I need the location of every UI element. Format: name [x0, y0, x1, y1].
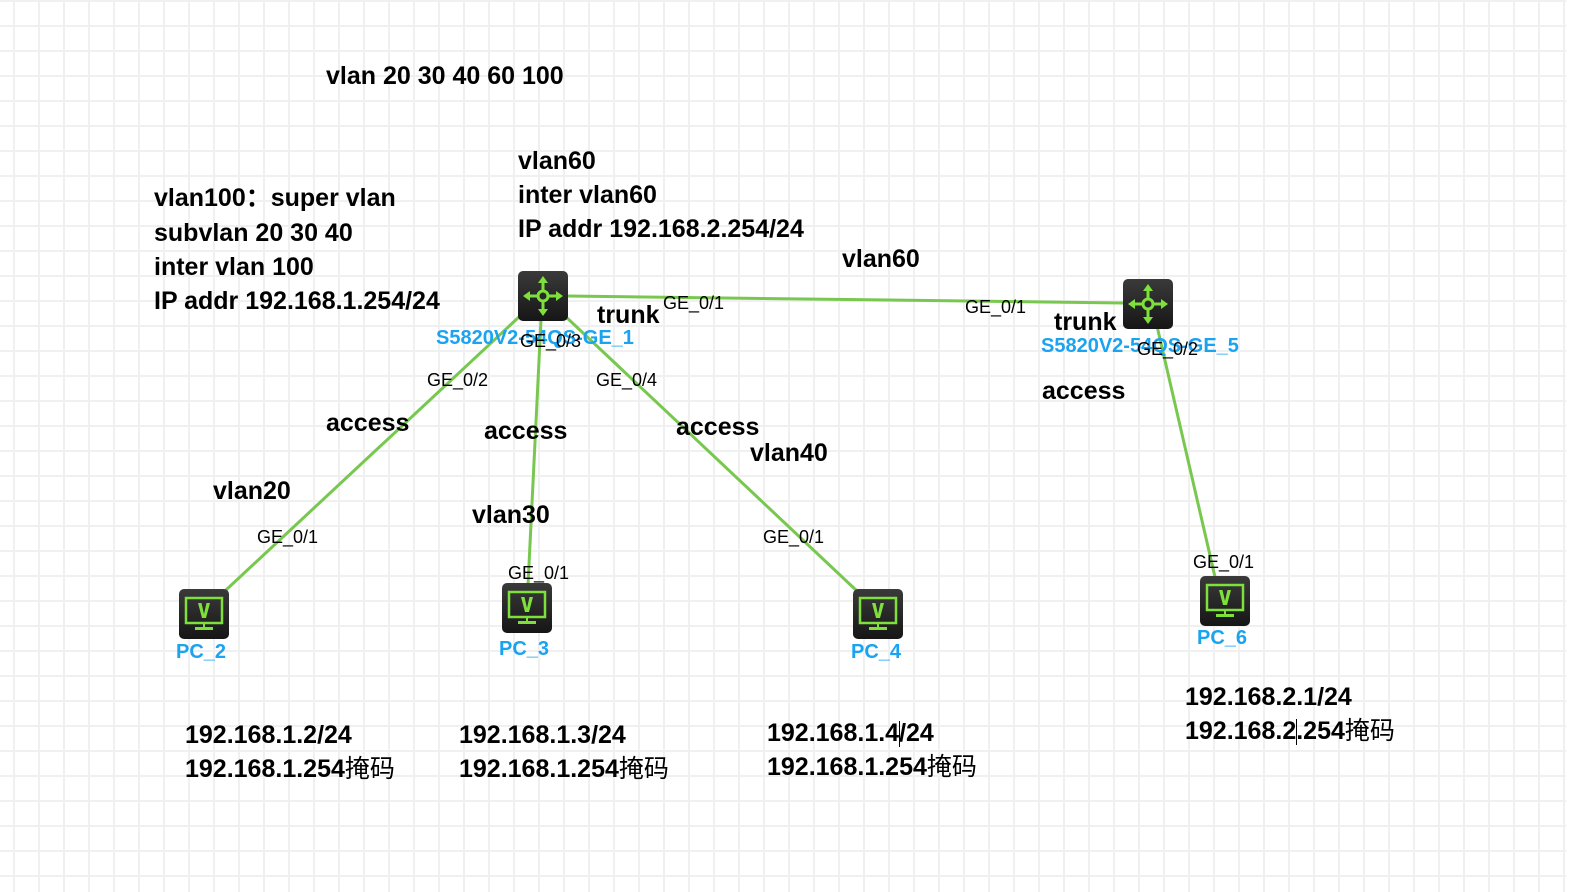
pc2-gateway: 192.168.1.254掩码	[185, 752, 395, 786]
pc-monitor-icon	[507, 590, 547, 624]
vlan-list-note[interactable]: vlan 20 30 40 60 100	[326, 62, 564, 90]
pc4-ip-part: 192.168.1.4	[767, 719, 900, 747]
port-label-sw5-ge01: GE_0/1	[965, 297, 1027, 317]
core-config-line: subvlan 20 30 40	[154, 219, 353, 247]
pc-monitor-icon	[184, 596, 224, 630]
pc2-gateway-suffix: 掩码	[344, 754, 395, 783]
pc6-gateway-ip-part: 192.168.2	[1185, 717, 1297, 745]
port-label-sw5-ge02: GE_0/2	[1137, 339, 1199, 359]
pc3-gateway: 192.168.1.254掩码	[459, 752, 669, 786]
link-sw1-pc2[interactable]	[224, 314, 522, 592]
access-note-pc6[interactable]: access	[1042, 377, 1126, 405]
pc6-ip: 192.168.2.1/24	[1185, 683, 1352, 711]
port-label-sw1-ge03: GE_0/3	[520, 331, 582, 351]
switch-icon	[523, 276, 563, 316]
pc6-gateway: 192.168.2.254掩码	[1185, 714, 1395, 748]
vlan60-config-line: inter vlan60	[518, 181, 657, 209]
switch-icon	[1128, 284, 1168, 324]
link-sw1-sw5[interactable]	[567, 294, 1124, 305]
port-label-pc3-ge01: GE_0/1	[508, 563, 570, 583]
core-config-line: inter vlan 100	[154, 253, 314, 281]
pc2-address-note[interactable]: 192.168.1.2/24 192.168.1.254掩码	[185, 718, 395, 786]
port-label-pc6-ge01: GE_0/1	[1193, 552, 1255, 572]
pc-device-6[interactable]	[1200, 576, 1250, 626]
pc-monitor-icon	[858, 596, 898, 630]
pc4-gateway-ip: 192.168.1.254	[767, 753, 927, 781]
pc-3-label[interactable]: PC_3	[499, 638, 550, 660]
port-label-sw1-ge01: GE_0/1	[663, 293, 725, 313]
pc4-gateway: 192.168.1.254掩码	[767, 750, 977, 784]
pc4-ip: 192.168.1.4/24	[767, 716, 977, 750]
link-sw1-pc4[interactable]	[563, 314, 859, 593]
pc-monitor-icon	[1205, 583, 1245, 617]
pc3-gateway-ip: 192.168.1.254	[459, 755, 619, 783]
text-caret	[1295, 719, 1297, 746]
text-caret	[898, 721, 900, 748]
port-label-sw1-ge04: GE_0/4	[596, 370, 658, 390]
pc6-gateway-suffix: 掩码	[1344, 716, 1395, 745]
pc4-gateway-suffix: 掩码	[926, 752, 977, 781]
pc2-ip: 192.168.1.2/24	[185, 721, 352, 749]
pc2-gateway-ip: 192.168.1.254	[185, 755, 345, 783]
link-sw1-pc3[interactable]	[526, 319, 543, 586]
core-config-line: IP addr 192.168.1.254/24	[154, 287, 440, 315]
switch-1-label[interactable]: S5820V2-54QS-GE_1	[436, 327, 634, 349]
pc-device-3[interactable]	[502, 583, 552, 633]
vlan60-config-line: IP addr 192.168.2.254/24	[518, 215, 804, 243]
port-label-sw1-ge02: GE_0/2	[427, 370, 489, 390]
access-note-pc4[interactable]: access	[676, 413, 760, 441]
switch-5-label[interactable]: S5820V2-54QS-GE_5	[1041, 335, 1239, 357]
vlan60-config-line: vlan60	[518, 147, 596, 175]
core-config-note[interactable]: vlan100：super vlan subvlan 20 30 40 inte…	[154, 181, 440, 318]
pc4-ip-part: /24	[899, 719, 934, 747]
switch-device-1[interactable]	[518, 271, 568, 321]
uplink-vlan-note[interactable]: vlan60	[842, 245, 920, 273]
vlan60-config-note[interactable]: vlan60 inter vlan60 IP addr 192.168.2.25…	[518, 144, 804, 246]
pc6-address-note[interactable]: 192.168.2.1/24 192.168.2.254掩码	[1185, 680, 1395, 748]
port-label-pc4-ge01: GE_0/1	[763, 527, 825, 547]
link-sw5-pc6[interactable]	[1155, 325, 1217, 578]
pc3-gateway-suffix: 掩码	[618, 754, 669, 783]
pc-device-4[interactable]	[853, 589, 903, 639]
pc3-ip: 192.168.1.3/24	[459, 721, 626, 749]
pc-2-label[interactable]: PC_2	[176, 641, 227, 663]
pc6-gateway-ip-part: .254	[1296, 717, 1345, 745]
pc4-address-note[interactable]: 192.168.1.4/24 192.168.1.254掩码	[767, 716, 977, 784]
vlan-note-pc3[interactable]: vlan30	[472, 501, 550, 529]
port-label-pc2-ge01: GE_0/1	[257, 527, 319, 547]
trunk-note-left[interactable]: trunk	[597, 301, 660, 329]
pc-4-label[interactable]: PC_4	[851, 641, 902, 663]
pc-6-label[interactable]: PC_6	[1197, 627, 1248, 649]
core-config-line: vlan100：super vlan	[154, 184, 396, 212]
pc-device-2[interactable]	[179, 589, 229, 639]
trunk-note-right[interactable]: trunk	[1054, 308, 1117, 336]
access-note-pc3[interactable]: access	[484, 417, 568, 445]
access-note-pc2[interactable]: access	[326, 409, 410, 437]
pc3-address-note[interactable]: 192.168.1.3/24 192.168.1.254掩码	[459, 718, 669, 786]
vlan-note-pc4[interactable]: vlan40	[750, 439, 828, 467]
switch-device-5[interactable]	[1123, 279, 1173, 329]
vlan-note-pc2[interactable]: vlan20	[213, 477, 291, 505]
